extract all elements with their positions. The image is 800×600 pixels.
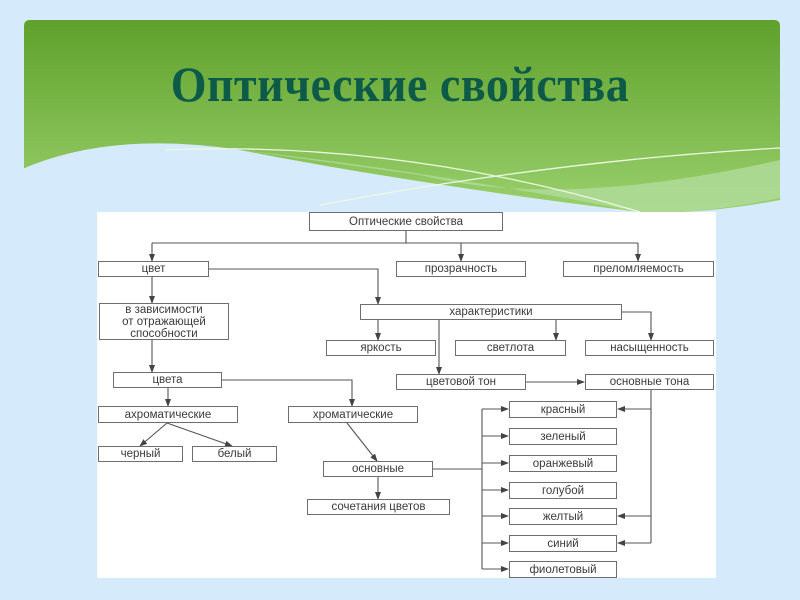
edge-achromatic-white — [166, 422, 233, 447]
node-refraction: преломляемость — [563, 261, 714, 277]
node-combinations: сочетания цветов — [307, 499, 450, 515]
diagram-connectors — [139, 231, 654, 572]
node-green: зеленый — [509, 428, 617, 445]
title-banner-background — [20, 20, 781, 213]
node-characteristics: характеристики — [360, 304, 622, 320]
node-colors: цвета — [113, 372, 222, 388]
edge-achromatic-black — [139, 422, 168, 447]
node-basic: основные — [323, 461, 433, 477]
node-saturation: насыщенность — [585, 340, 714, 356]
node-orange: оранжевый — [509, 455, 617, 472]
edge-char-saturation — [622, 311, 654, 341]
edge-chromatic-basic — [346, 422, 378, 462]
node-violet: фиолетовый — [509, 561, 617, 578]
node-root: Оптические свойства — [309, 212, 503, 231]
node-reflect: в зависимости от отражающей способности — [99, 303, 229, 340]
edge-colors-chromatic — [222, 379, 355, 407]
optical-properties-diagram: Оптические свойства цвет прозрачность пр… — [97, 212, 716, 578]
node-blue: синий — [509, 535, 617, 552]
node-lightness: светлота — [455, 340, 566, 356]
node-yellow: желтый — [509, 508, 617, 525]
node-basic-tones: основные тона — [585, 374, 714, 390]
node-white: белый — [192, 446, 277, 462]
node-lightblue: голубой — [509, 482, 617, 499]
node-hue: цветовой тон — [396, 374, 526, 390]
node-brightness: яркость — [326, 340, 436, 356]
node-transparency: прозрачность — [396, 261, 526, 277]
node-color: цвет — [98, 261, 209, 277]
edge-color-characteristics — [209, 268, 381, 305]
node-achromatic: ахроматические — [98, 406, 238, 423]
node-black: черный — [98, 446, 183, 462]
node-chromatic: хроматические — [288, 406, 418, 423]
slide-title: Оптические свойства — [170, 56, 630, 113]
node-red: красный — [509, 401, 617, 418]
